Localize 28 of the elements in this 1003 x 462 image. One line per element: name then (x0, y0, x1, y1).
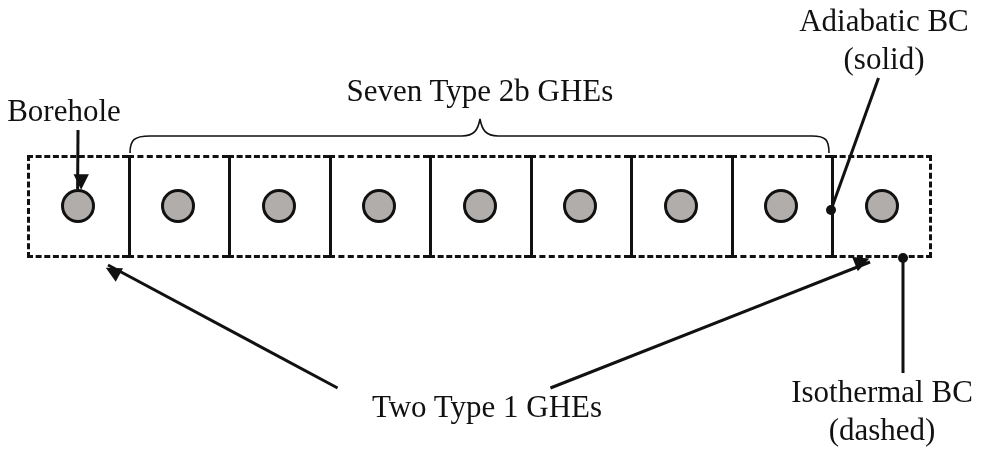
borehole-circle (663, 189, 698, 223)
borehole-circle (864, 189, 899, 223)
ghe-cell (530, 155, 630, 258)
leader-line (826, 77, 880, 215)
ghe-cell (329, 155, 429, 258)
ghe-cell (27, 155, 128, 258)
ghe-cell (228, 155, 329, 258)
borehole-circle (563, 189, 597, 223)
borehole-circle (362, 189, 396, 223)
arrow (73, 130, 89, 190)
ghe-cell (128, 155, 228, 258)
borehole-circle (261, 189, 296, 223)
arrow (105, 263, 339, 390)
leader-line (898, 253, 908, 373)
borehole-circle (462, 189, 497, 223)
ghe-cell (429, 155, 530, 258)
callout-text: Borehole (6, 92, 122, 130)
ghe-cell (831, 155, 932, 258)
borehole-circle (764, 189, 798, 223)
borehole-circle (60, 189, 95, 223)
callout-text: Adiabatic BC (solid) (770, 2, 998, 78)
ghe-cell (731, 155, 831, 258)
borehole-circle (161, 189, 195, 223)
ghe-cell (630, 155, 731, 258)
group-label: Seven Type 2b GHEs (345, 72, 615, 110)
arrow (549, 257, 871, 390)
callout-text: Isothermal BC (dashed) (762, 373, 1002, 457)
callout-text: Two Type 1 GHEs (300, 388, 674, 426)
